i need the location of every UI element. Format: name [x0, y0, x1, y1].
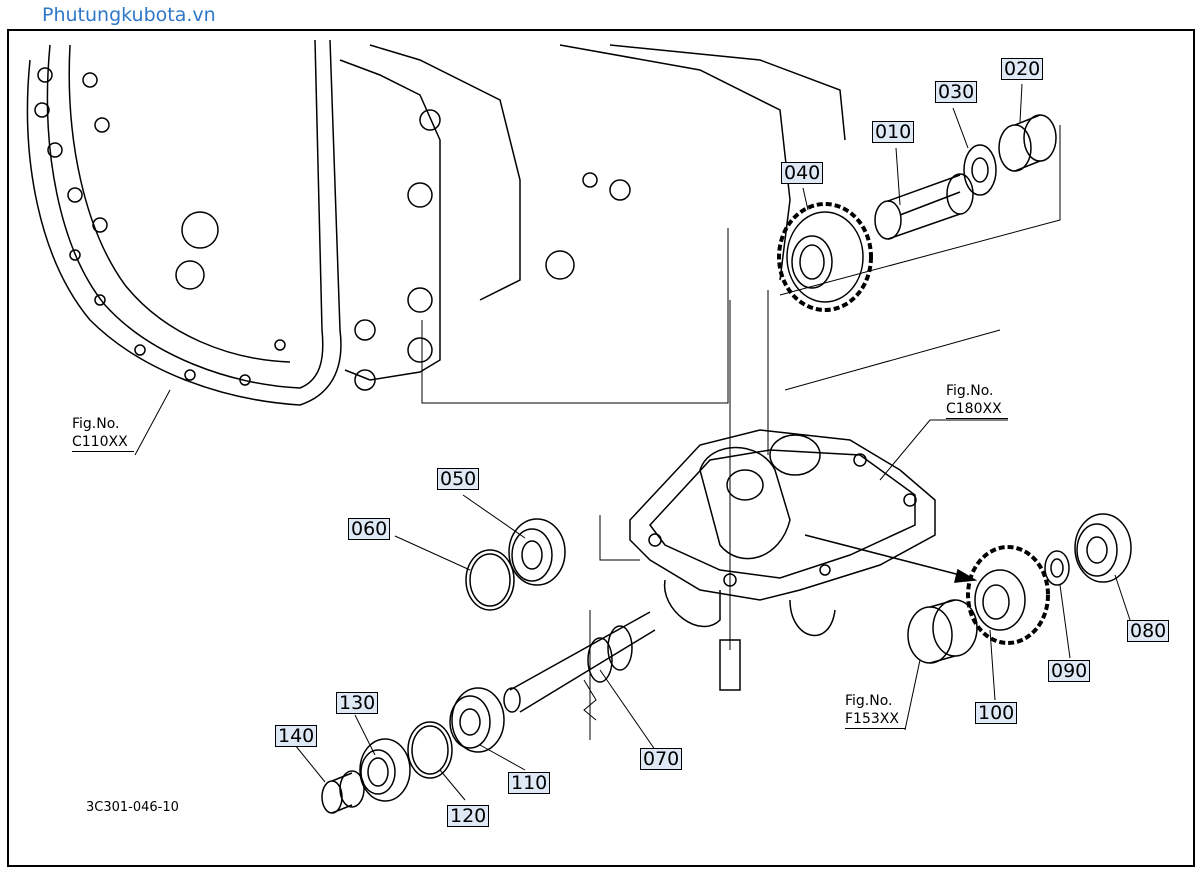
fig-ref-c110-line2: C110XX: [72, 433, 134, 452]
transmission-case: [339, 59, 441, 381]
fig-ref-f153[interactable]: Fig.No. F153XX: [845, 692, 905, 729]
needle-bearing-140: [321, 770, 365, 814]
shaft-070: [503, 610, 656, 740]
part-label-030[interactable]: 030: [935, 81, 978, 103]
needle-bearing-020: [998, 114, 1057, 172]
fig-ref-f153-line2: F153XX: [845, 710, 905, 729]
part-label-110[interactable]: 110: [508, 772, 551, 794]
snap-ring-120: [407, 721, 453, 779]
ball-bearing-080: [1074, 513, 1132, 583]
assembly-arrow: [804, 534, 961, 576]
ball-bearing-050: [508, 518, 566, 586]
fig-ref-c180[interactable]: Fig.No. C180XX: [946, 382, 1008, 419]
part-label-020[interactable]: 020: [1001, 58, 1044, 80]
ball-bearing-110: [449, 687, 505, 753]
part-label-050[interactable]: 050: [437, 468, 480, 490]
fig-ref-c110-line1: Fig.No.: [72, 416, 120, 432]
drawing-code: 3C301-046-10: [86, 800, 179, 815]
part-label-060[interactable]: 060: [348, 518, 391, 540]
part-label-040[interactable]: 040: [781, 162, 824, 184]
oil-seal-130: [359, 738, 411, 802]
page-border: [7, 29, 1195, 867]
gear-040: [777, 202, 873, 312]
washer-030: [963, 144, 997, 196]
shaft-010: [874, 173, 974, 240]
gear-100: [966, 545, 1050, 645]
part-label-120[interactable]: 120: [447, 805, 490, 827]
watermark-text: Phutungkubota.vn: [42, 4, 216, 26]
part-label-140[interactable]: 140: [275, 725, 318, 747]
part-label-090[interactable]: 090: [1048, 660, 1091, 682]
part-label-010[interactable]: 010: [872, 121, 915, 143]
fig-ref-f153-line1: Fig.No.: [845, 693, 893, 709]
fig-ref-c180-line1: Fig.No.: [946, 383, 994, 399]
clutch-housing-outline: [26, 39, 342, 406]
part-label-100[interactable]: 100: [975, 702, 1018, 724]
fig-ref-c110[interactable]: Fig.No. C110XX: [72, 415, 134, 452]
part-label-130[interactable]: 130: [336, 692, 379, 714]
collar-f153: [907, 599, 978, 664]
part-label-070[interactable]: 070: [640, 748, 683, 770]
snap-ring-060: [465, 549, 515, 611]
gear-case: [629, 429, 936, 601]
fig-ref-c180-line2: C180XX: [946, 400, 1008, 419]
washer-090: [1044, 550, 1070, 586]
part-label-080[interactable]: 080: [1127, 620, 1170, 642]
